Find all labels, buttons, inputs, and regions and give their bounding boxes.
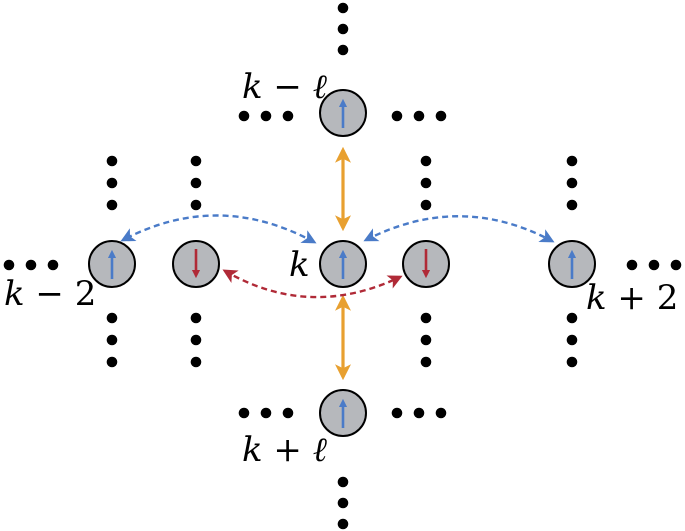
dot — [337, 44, 349, 56]
dot — [190, 155, 202, 167]
dot — [337, 23, 349, 35]
dot — [3, 259, 15, 271]
dot — [25, 259, 37, 271]
hop-arrow-right-spin-up — [363, 215, 555, 243]
hop-arrow-spin-down — [222, 269, 403, 299]
site-k-plus-2 — [548, 240, 596, 288]
site-k-minus-2 — [88, 240, 136, 288]
dot — [420, 155, 432, 167]
site-k-minus-1 — [172, 240, 220, 288]
dot — [47, 259, 59, 271]
dot — [435, 110, 447, 122]
dot — [566, 177, 578, 189]
dot — [391, 110, 403, 122]
dot — [435, 407, 447, 419]
dot — [260, 407, 272, 419]
dots-col-k-plus-1-top — [420, 155, 432, 211]
dot — [413, 407, 425, 419]
dot — [420, 334, 432, 346]
dot — [626, 259, 638, 271]
dot — [670, 259, 682, 271]
dot — [238, 407, 250, 419]
dot — [106, 356, 118, 368]
dots-row-far-right — [626, 259, 682, 271]
label-k-plus-l: k + ℓ — [242, 430, 327, 470]
dot — [106, 199, 118, 211]
dot — [190, 312, 202, 324]
dot — [566, 199, 578, 211]
sites — [88, 89, 596, 437]
site-k-plus-l — [319, 389, 367, 437]
site-k-plus-1 — [402, 240, 450, 288]
dot — [282, 407, 294, 419]
dots-col-k-plus-1-bottom — [420, 312, 432, 368]
dot — [337, 518, 349, 530]
dot — [106, 312, 118, 324]
dot — [566, 334, 578, 346]
label-k-minus-l: k − ℓ — [242, 67, 327, 107]
dot — [648, 259, 660, 271]
dot — [190, 334, 202, 346]
label-k: k — [289, 245, 310, 285]
dots-col-k-minus-1-bottom — [190, 312, 202, 368]
dots-bottom-center — [337, 476, 349, 530]
dot — [420, 356, 432, 368]
dot — [106, 334, 118, 346]
dot — [190, 177, 202, 189]
dot — [420, 312, 432, 324]
dot — [337, 497, 349, 509]
dot — [413, 110, 425, 122]
dot — [391, 407, 403, 419]
dots-row-top-left — [238, 110, 294, 122]
dots-col-k-plus-2-top — [566, 155, 578, 211]
site-k-minus-l — [319, 89, 367, 137]
dot — [260, 110, 272, 122]
dot — [337, 476, 349, 488]
dot — [420, 199, 432, 211]
site-k — [319, 240, 367, 288]
dot — [106, 177, 118, 189]
dot — [106, 155, 118, 167]
dots-col-k-minus-2-top — [106, 155, 118, 211]
dot — [190, 356, 202, 368]
dot — [238, 110, 250, 122]
dot — [282, 110, 294, 122]
dots-col-k-plus-2-bottom — [566, 312, 578, 368]
label-k-plus-2: k + 2 — [586, 278, 678, 318]
dot — [337, 2, 349, 14]
dots-row-bottom-right — [391, 407, 447, 419]
dot — [566, 356, 578, 368]
dot — [190, 199, 202, 211]
dot — [566, 312, 578, 324]
dot — [420, 177, 432, 189]
label-k-minus-2: k − 2 — [4, 274, 96, 314]
dots-col-k-minus-1-top — [190, 155, 202, 211]
hop-arrow-left-spin-up — [120, 214, 317, 244]
dot — [566, 155, 578, 167]
dots-col-k-minus-2-bottom — [106, 312, 118, 368]
continuation-dots — [3, 2, 682, 530]
dots-row-top-right — [391, 110, 447, 122]
dots-top-center — [337, 2, 349, 56]
dots-row-far-left — [3, 259, 59, 271]
dots-row-bottom-left — [238, 407, 294, 419]
